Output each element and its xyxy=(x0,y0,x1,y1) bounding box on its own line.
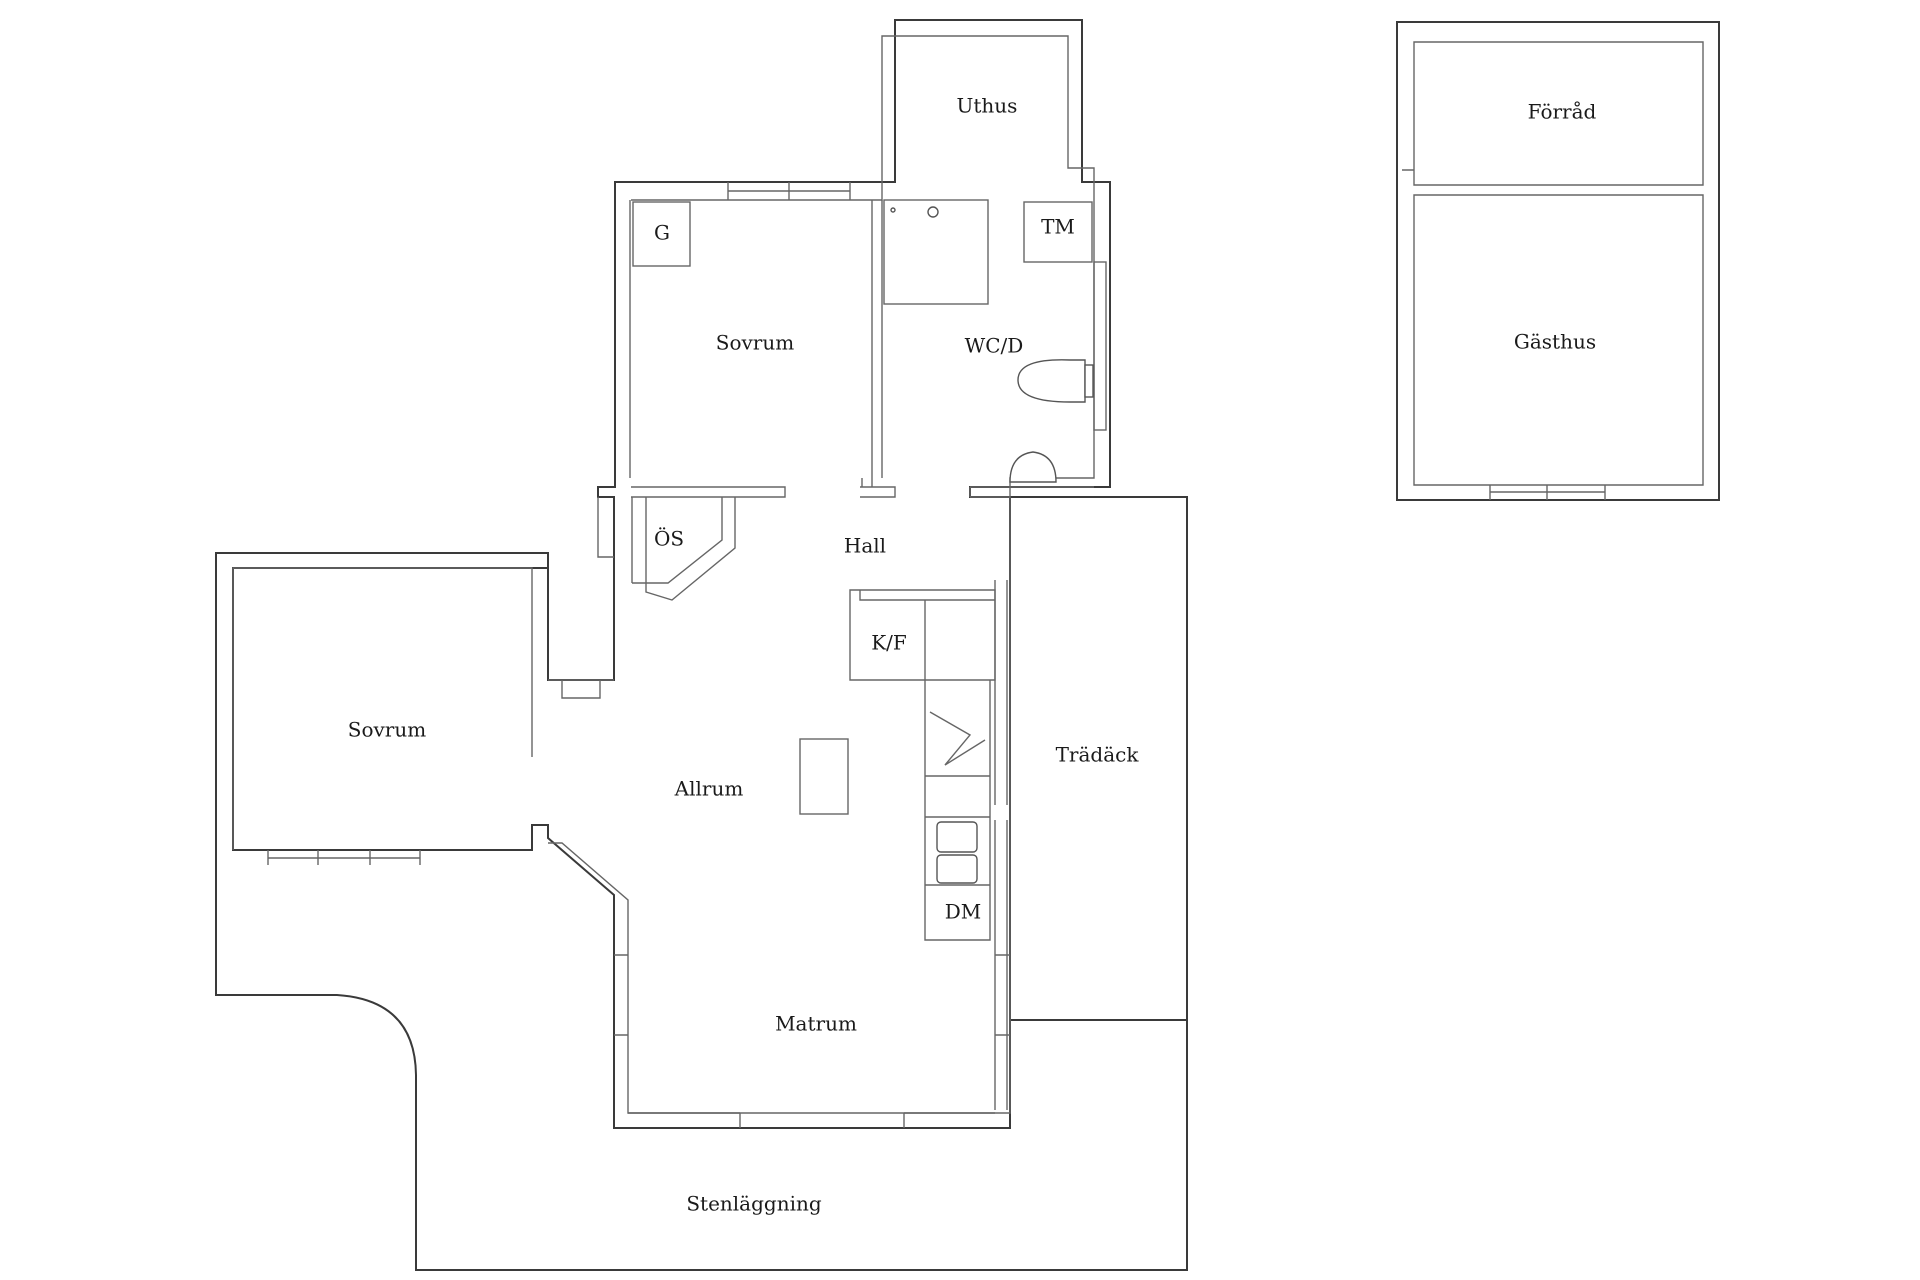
guesthouse-windows xyxy=(1489,485,1606,500)
corridor-walls xyxy=(548,497,614,699)
kitchen-window-wall xyxy=(994,580,1008,1110)
label-hall: Hall xyxy=(844,534,886,558)
bottom-windows xyxy=(628,1112,995,1128)
table xyxy=(799,738,849,815)
label-g: G xyxy=(654,221,670,245)
paving-outline xyxy=(215,865,1188,1271)
shower-drain xyxy=(890,207,896,213)
top-bedroom-walls xyxy=(631,200,896,498)
label-allrum: Allrum xyxy=(674,777,744,801)
toilet-tank xyxy=(1084,364,1094,398)
washbasin xyxy=(1009,451,1057,483)
top-bedroom-windows xyxy=(727,182,851,200)
guesthouse-outer-wall xyxy=(1396,21,1720,501)
sink-top xyxy=(936,821,978,853)
label-uthus: Uthus xyxy=(957,94,1018,118)
left-bedroom-windows xyxy=(267,850,421,865)
os-closet xyxy=(631,497,736,601)
label-tradack: Trädäck xyxy=(1056,743,1140,767)
left-bedroom-wall xyxy=(215,552,549,865)
label-sovrum-top: Sovrum xyxy=(716,331,794,355)
dining-side-walls xyxy=(614,954,1010,1036)
wc-bottom-wall xyxy=(969,486,1094,498)
label-tm: TM xyxy=(1041,215,1075,239)
label-sovrum-left: Sovrum xyxy=(348,718,426,742)
label-os: ÖS xyxy=(654,526,684,551)
label-gasthus: Gästhus xyxy=(1514,330,1596,354)
deck-outline xyxy=(1010,496,1188,1021)
main-house-inner-wall xyxy=(215,35,1095,1114)
label-kf: K/F xyxy=(871,631,907,655)
main-house-outer-wall xyxy=(232,19,1111,1129)
label-stenlaggning: Stenläggning xyxy=(686,1192,822,1216)
shower-head xyxy=(927,206,939,218)
stove-symbol xyxy=(929,711,986,766)
guesthouse-inner-wall xyxy=(1402,41,1704,486)
sink-bottom xyxy=(936,854,978,884)
shower xyxy=(883,199,989,305)
kitchen-counter xyxy=(924,680,991,941)
tm-box xyxy=(1023,201,1093,263)
g-closet xyxy=(632,201,691,267)
label-wcd: WC/D xyxy=(965,334,1024,358)
label-forrad: Förråd xyxy=(1528,100,1597,124)
toilet xyxy=(1017,359,1086,403)
wc-window xyxy=(1093,261,1107,431)
left-bedroom-inner-wall xyxy=(232,567,533,850)
label-dm: DM xyxy=(945,900,982,924)
label-matrum: Matrum xyxy=(775,1012,857,1036)
kf-unit xyxy=(849,589,996,681)
